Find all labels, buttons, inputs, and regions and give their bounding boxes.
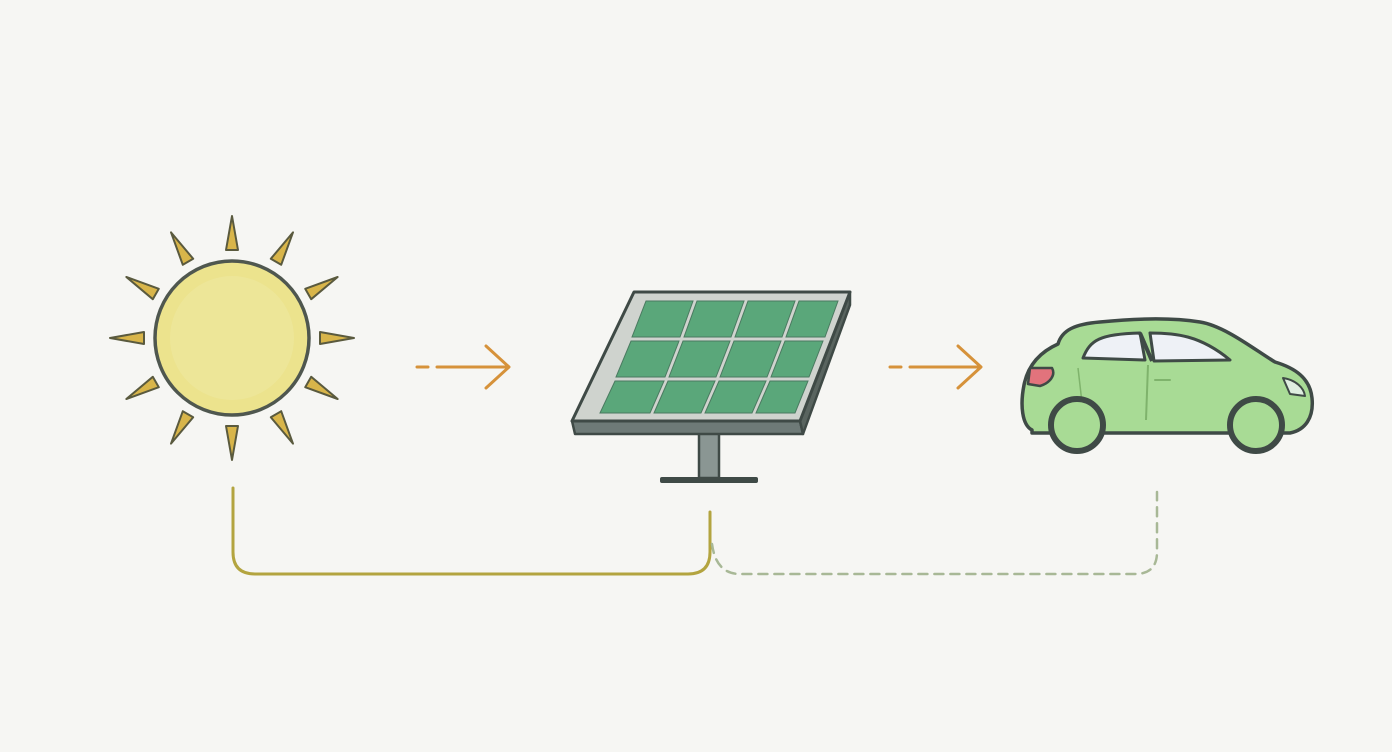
connector-panel-to-car xyxy=(710,490,1159,576)
car-wheel-rear xyxy=(1048,396,1106,454)
connector-sun-to-panel xyxy=(231,486,712,576)
solar-panel-icon xyxy=(570,290,852,483)
electric-car-icon xyxy=(1020,317,1314,454)
car-window-rear xyxy=(1148,331,1232,363)
panel-base xyxy=(660,477,758,483)
sun-glow xyxy=(170,276,294,400)
arrow-sun-to-panel xyxy=(415,344,511,390)
panel-edge xyxy=(570,419,805,436)
panel-post xyxy=(697,430,721,480)
sun-icon xyxy=(109,215,355,461)
car-window-front xyxy=(1081,331,1147,362)
car-wheel-front xyxy=(1227,396,1285,454)
sun-rays xyxy=(109,215,355,461)
panel-cells xyxy=(599,300,839,414)
car-tail-light xyxy=(1026,366,1055,388)
arrow-panel-to-car xyxy=(888,344,983,390)
